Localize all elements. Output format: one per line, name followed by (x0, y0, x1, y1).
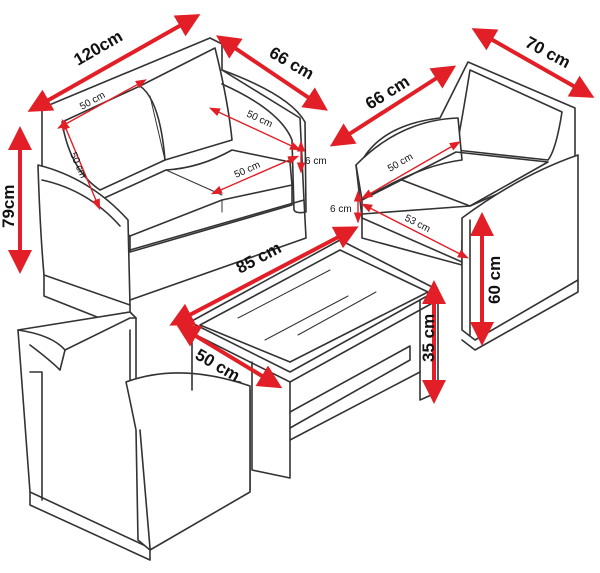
arrow-sofa-depth (216, 35, 328, 111)
arrow-chair-width (471, 28, 595, 98)
label-sofa-depth: 66 cm (266, 43, 317, 84)
label-chair-arm-height: 60 cm (485, 256, 504, 304)
arrow-table-width (175, 323, 283, 389)
arrow-chair-depth (329, 65, 457, 147)
label-table-length: 85 cm (233, 238, 284, 277)
label-chair-width: 70 cm (522, 33, 573, 72)
label-table-height: 35 cm (419, 314, 438, 362)
label-sofa-height: 79cm (0, 185, 18, 228)
label-chair-cushion-thickness: 6 cm (330, 204, 352, 215)
arrow-sofa-back-width (208, 107, 302, 151)
arrow-sofa-cushion-width (210, 155, 300, 195)
arrow-sofa-seat-width (57, 79, 147, 129)
arrow-table-length (169, 226, 359, 326)
armchair-left-drawing (17, 311, 251, 561)
arrow-chair-seat-width (361, 141, 461, 199)
arrow-chair-seat-depth (361, 203, 469, 259)
dimension-arrows (8, 14, 595, 404)
arrow-sofa-back-height (61, 118, 101, 211)
label-sofa-cushion-thickness: 6 cm (305, 156, 327, 167)
